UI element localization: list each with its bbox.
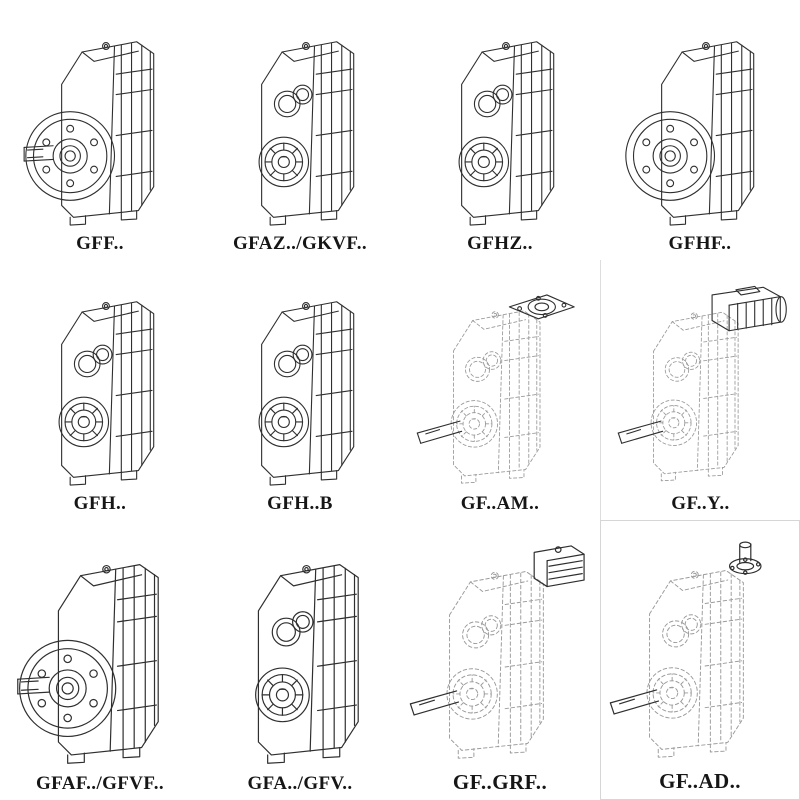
model-label: GFA../GFV.. (247, 773, 353, 794)
model-label: GF..AD.. (659, 769, 741, 793)
model-label: GF..AM.. (460, 493, 540, 514)
gfa-gfv-gearbox-drawing (203, 543, 397, 771)
catalog-cell-gfh: GFH.. (0, 260, 200, 520)
gf-y-gearmotor-drawing (609, 283, 793, 491)
catalog-cell-gf-y: GF..Y.. (600, 260, 800, 520)
model-label: GFH.. (73, 493, 127, 514)
model-label: GFHF.. (668, 233, 732, 254)
catalog-cell-gfhf: GFHF.. (600, 0, 800, 260)
model-label: GFF.. (76, 233, 124, 254)
catalog-cell-gff: GFF.. (0, 0, 200, 260)
catalog-cell-gfaz-gkvf: GFAZ../GKVF.. (200, 0, 400, 260)
gfaz-gkvf-gearbox-drawing (208, 23, 392, 231)
gfhf-gearbox-drawing (608, 23, 792, 231)
model-label: GFH..B (267, 493, 333, 514)
gfh-gearbox-drawing (8, 283, 192, 491)
model-label: GFAZ../GKVF.. (233, 233, 367, 254)
catalog-cell-gfhz: GFHZ.. (400, 0, 600, 260)
gf-ad-gearbox-drawing (603, 539, 797, 767)
gfaf-gfvf-gearbox-drawing (3, 543, 197, 771)
catalog-cell-gf-grf: GF..GRF.. (400, 520, 600, 800)
catalog-cell-gfh-b: GFH..B (200, 260, 400, 520)
catalog-cell-gfa-gfv: GFA../GFV.. (200, 520, 400, 800)
gf-grf-gearbox-drawing (403, 540, 597, 768)
model-label: GF..GRF.. (452, 770, 548, 794)
catalog-cell-gfaf-gfvf: GFAF../GFVF.. (0, 520, 200, 800)
model-label: GFHZ.. (467, 233, 533, 254)
gfh-b-gearbox-drawing (208, 283, 392, 491)
model-label: GFAF../GFVF.. (35, 773, 164, 794)
model-label: GF..Y.. (671, 493, 730, 514)
gf-am-gearbox-drawing (408, 283, 592, 491)
catalog-cell-gf-am: GF..AM.. (400, 260, 600, 520)
gfhz-gearbox-drawing (408, 23, 592, 231)
catalog-cell-gf-ad: GF..AD.. (600, 520, 800, 800)
gff-gearbox-drawing (8, 23, 192, 231)
